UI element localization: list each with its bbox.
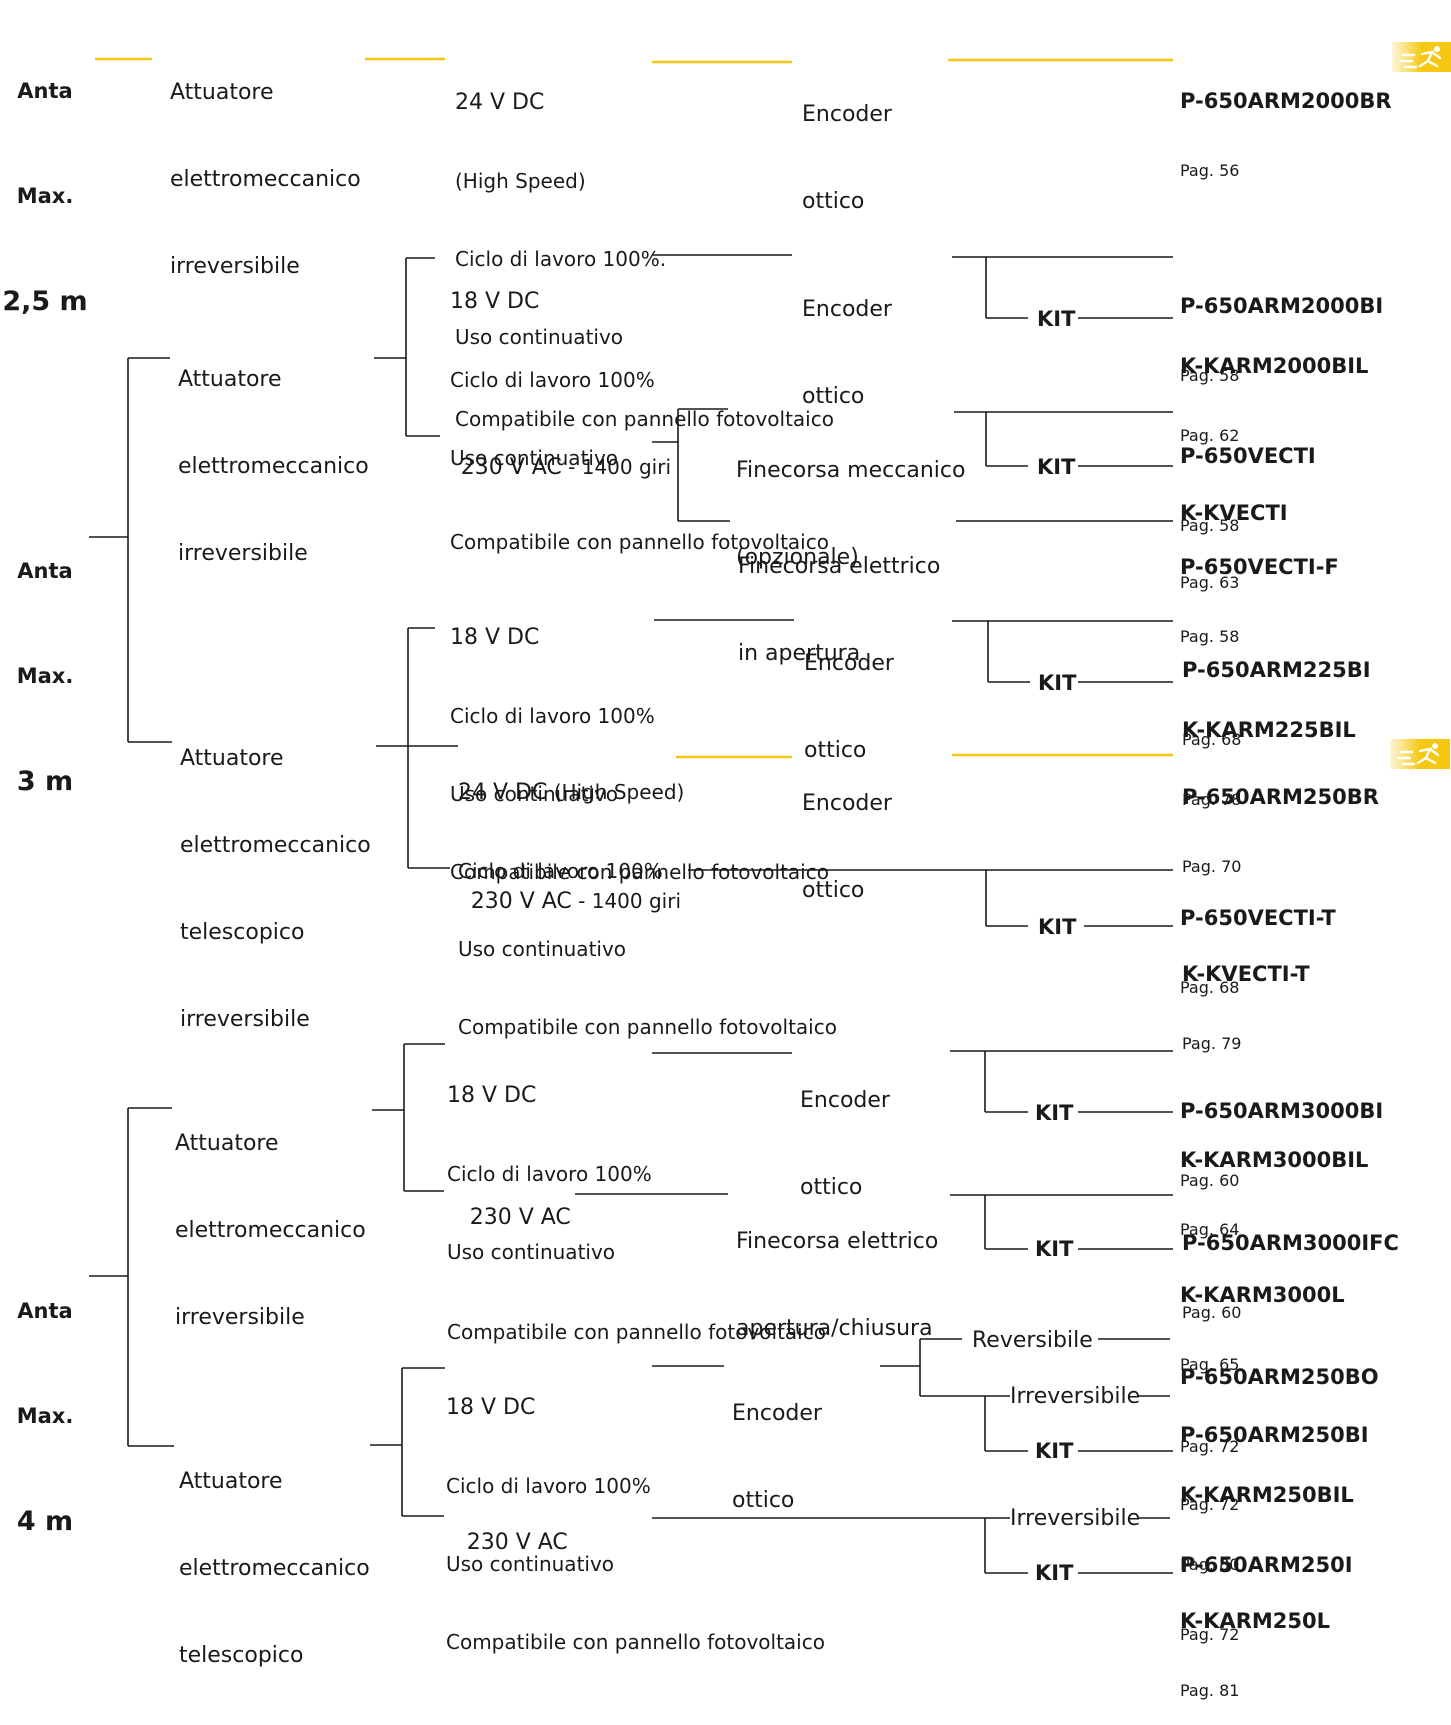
product-code: K-KARM3000BIL Pag. 64 <box>1180 1148 1369 1239</box>
product-code: P-650ARM3000IFC Pag. 60 <box>1182 1231 1399 1322</box>
product-code: P-650ARM225BI Pag. 68 <box>1182 658 1371 749</box>
spec-label: 24 V DC (High Speed) Ciclo di lavoro 100… <box>458 780 837 1039</box>
product-code: K-KVECTI Pag. 63 <box>1180 501 1288 592</box>
high-speed-badge-1 <box>1392 42 1451 72</box>
kit-label: KIT <box>1037 307 1076 331</box>
spec-label: 230 V AC - 1400 giri <box>470 889 681 914</box>
limit-switch-label: Finecorsa elettrico apertura/chiusura <box>736 1229 939 1341</box>
spec-label: 24 V DC (High Speed) Ciclo di lavoro 100… <box>455 90 834 431</box>
product-code: K-KARM3000L Pag. 65 <box>1180 1283 1345 1374</box>
encoder-label: Encoder ottico <box>732 1401 822 1513</box>
encoder-label: Encoder ottico <box>802 791 892 903</box>
spec-label: 230 V AC - 1400 giri <box>460 455 671 480</box>
encoder-label: Encoder ottico <box>800 1088 890 1200</box>
kit-label: KIT <box>1035 1561 1074 1585</box>
variant-label: Irreversibile <box>1010 1506 1141 1531</box>
product-code: P-650VECTI Pag. 58 <box>1180 444 1316 535</box>
encoder-label: Encoder ottico <box>802 102 892 214</box>
actuator-label: Attuatore elettromeccanico telescopico i… <box>180 746 371 1032</box>
connector-lines-group-4m <box>89 1043 1173 1574</box>
root-label-3m: Anta Max. 3 m <box>16 559 74 797</box>
running-person-icon <box>1398 46 1442 69</box>
running-person-icon <box>1396 743 1440 766</box>
product-code: K-KARM250L Pag. 81 <box>1180 1609 1330 1700</box>
connector-lines-group-3m <box>89 254 1173 927</box>
kit-label: KIT <box>1035 1439 1074 1463</box>
encoder-label: Encoder ottico <box>804 651 894 763</box>
product-code: P-650ARM250BO Pag. 72 <box>1180 1365 1379 1456</box>
encoder-label: Encoder ottico <box>802 297 892 409</box>
actuator-label: Attuatore elettromeccanico telescopico <box>179 1469 370 1668</box>
spec-label: 230 V AC <box>466 1530 568 1555</box>
product-code: K-KARM2000BIL Pag. 62 <box>1180 354 1369 445</box>
actuator-label: Attuatore elettromeccanico irreversibile <box>170 80 361 279</box>
product-code: K-KARM250BIL Pag. 80 <box>1180 1483 1354 1574</box>
variant-label: Reversibile <box>972 1328 1093 1353</box>
limit-switch-label: Finecorsa elettrico in apertura <box>738 554 941 666</box>
product-code: P-650VECTI-T Pag. 68 <box>1180 906 1336 997</box>
spec-label: 230 V AC <box>469 1205 571 1230</box>
root-label-4m: Anta Max. 4 m <box>16 1299 74 1537</box>
product-code: P-650ARM250BR Pag. 70 <box>1182 785 1379 876</box>
product-code: K-KARM225BIL Pag. 78 <box>1182 718 1356 809</box>
kit-label: KIT <box>1038 671 1077 695</box>
connector-lines-group-2-5m <box>95 57 1173 64</box>
product-code: P-650ARM2000BR Pag. 56 <box>1180 89 1392 180</box>
selection-tree-diagram <box>89 42 1451 1574</box>
limit-switch-label: Finecorsa meccanico (opzionale) <box>736 458 966 570</box>
high-speed-badge-2 <box>1390 739 1450 769</box>
root-label-2-5m: Anta Max. 2,5 m <box>2 79 88 317</box>
kit-label: KIT <box>1035 1101 1074 1125</box>
spec-label: 18 V DC Ciclo di lavoro 100% Uso continu… <box>447 1083 826 1344</box>
product-code: P-650ARM3000BI Pag. 60 <box>1180 1099 1384 1190</box>
product-code: P-650VECTI-F Pag. 58 <box>1180 555 1339 646</box>
spec-label: 18 V DC Ciclo di lavoro 100% Uso continu… <box>450 625 829 884</box>
product-code: K-KVECTI-T Pag. 79 <box>1182 962 1310 1053</box>
kit-label: KIT <box>1038 915 1077 939</box>
product-code: P-650ARM2000BI Pag. 58 <box>1180 294 1384 385</box>
actuator-label: Attuatore elettromeccanico irreversibile <box>178 367 369 566</box>
kit-label: KIT <box>1037 455 1076 479</box>
actuator-label: Attuatore elettromeccanico irreversibile <box>175 1131 366 1330</box>
connector-lines-group-3m-highspeed <box>676 753 1173 759</box>
product-code: P-650ARM250BI Pag. 72 <box>1180 1423 1369 1514</box>
spec-label: 18 V DC Ciclo di lavoro 100% Uso continu… <box>450 289 829 554</box>
kit-label: KIT <box>1035 1237 1074 1261</box>
variant-label: Irreversibile <box>1010 1384 1141 1409</box>
